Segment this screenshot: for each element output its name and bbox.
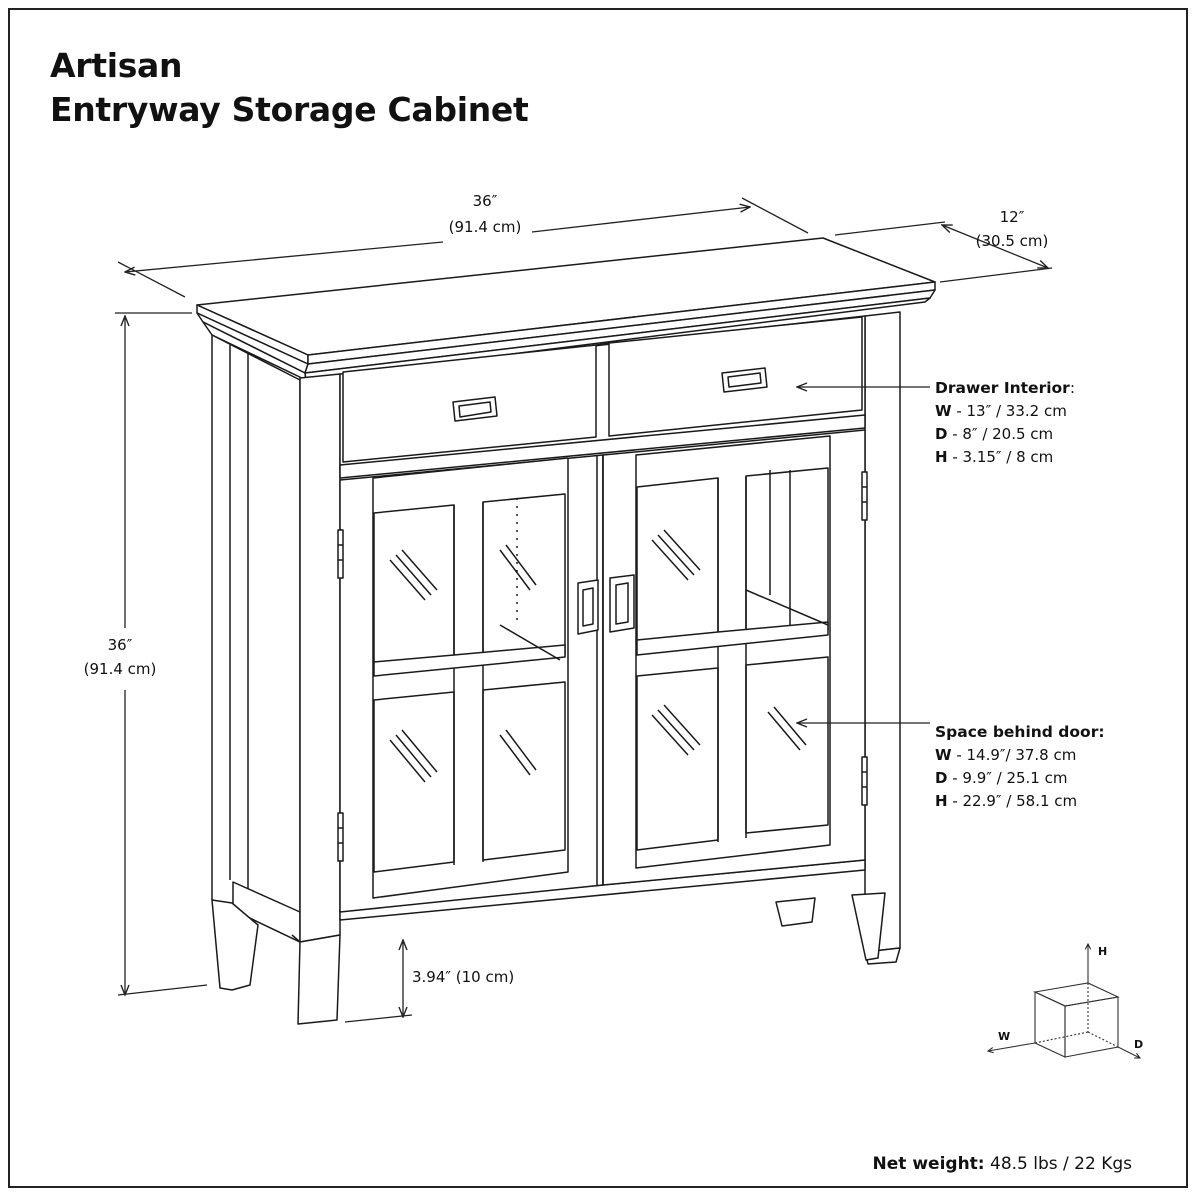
depth-metric-label: (30.5 cm): [976, 232, 1049, 250]
width-metric-label: (91.4 cm): [449, 218, 522, 236]
cabinet-drawing: [196, 237, 936, 1025]
axis-d-label: D: [1134, 1038, 1143, 1051]
net-weight: Net weight: 48.5 lbs / 22 Kgs: [873, 1154, 1132, 1174]
product-title-line1: Artisan: [50, 46, 183, 85]
height-imperial-label: 36″: [108, 636, 133, 654]
clearance-label: 3.94″ (10 cm): [412, 968, 514, 986]
image-border: [8, 8, 1188, 1188]
clearance-dimension: [344, 940, 413, 1023]
axis-w-label: W: [998, 1030, 1010, 1043]
height-metric-label: (91.4 cm): [84, 660, 157, 678]
width-imperial-label: 36″: [473, 192, 498, 210]
depth-dimension: [834, 221, 1053, 283]
space-behind-door-heading: Space behind door:: [935, 723, 1105, 741]
space-behind-door-width: W - 14.9″/ 37.8 cm: [935, 746, 1076, 764]
drawer-interior-width: W - 13″ / 33.2 cm: [935, 402, 1067, 420]
width-dimension: [117, 197, 809, 298]
product-title-line2: Entryway Storage Cabinet: [50, 90, 529, 129]
axis-h-label: H: [1098, 945, 1107, 958]
space-behind-door-height: H - 22.9″ / 58.1 cm: [935, 792, 1077, 810]
drawer-interior-depth: D - 8″ / 20.5 cm: [935, 425, 1053, 443]
axis-legend-cube-icon: [988, 944, 1140, 1058]
drawer-interior-heading: Drawer Interior:: [935, 379, 1075, 397]
net-weight-label: Net weight:: [872, 1154, 985, 1174]
height-dimension: [115, 312, 208, 995]
depth-imperial-label: 12″: [1000, 208, 1025, 226]
space-behind-door-depth: D - 9.9″ / 25.1 cm: [935, 769, 1067, 787]
drawer-interior-height: H - 3.15″ / 8 cm: [935, 448, 1053, 466]
net-weight-value: 48.5 lbs / 22 Kgs: [984, 1154, 1132, 1174]
